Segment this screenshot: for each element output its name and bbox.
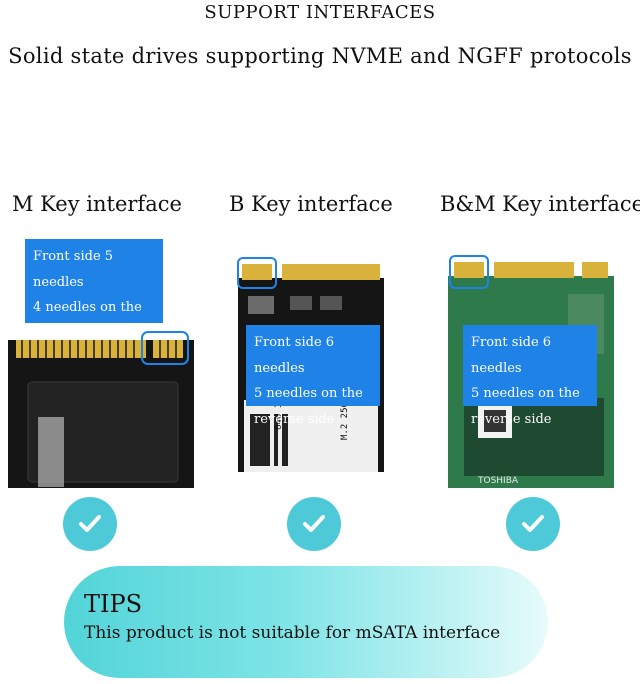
bm-key-note-line-3: reverse side (471, 411, 552, 427)
b-key-note-line-1: Front side 6 needles (254, 335, 335, 376)
b-key-checkmark-icon (287, 497, 341, 551)
page-title: SUPPORT INTERFACES (204, 2, 436, 23)
m-key-note-line-1: Front side 5 needles (33, 249, 114, 290)
bm-key-card-text: TOSHIBA (478, 476, 519, 486)
bm-key-note: Front side 6 needles 5 needles on the re… (463, 325, 597, 427)
m-key-checkmark-icon (63, 497, 117, 551)
m-key-note-line-2: 4 needles on the (33, 300, 142, 315)
tips-banner (64, 566, 548, 678)
tips-title: TIPS (84, 590, 143, 618)
m-key-label: M Key interface (12, 192, 182, 216)
bm-key-note-line-2: 5 needles on the (471, 386, 580, 401)
bm-key-label: B&M Key interface (440, 192, 640, 216)
b-key-note-line-3: reverse side (254, 411, 335, 427)
m-key-note-line-3: reverse side (33, 325, 114, 341)
b-key-note-line-2: 5 needles on the (254, 386, 363, 401)
b-key-note: Front side 6 needles 5 needles on the re… (246, 325, 380, 427)
page-subtitle: Solid state drives supporting NVME and N… (8, 44, 632, 68)
bm-key-note-line-1: Front side 6 needles (471, 335, 552, 376)
checkmark-icon (522, 515, 544, 532)
tips-text: This product is not suitable for mSATA i… (84, 623, 501, 643)
bm-key-checkmark-icon (506, 497, 560, 551)
checkmark-icon (79, 515, 101, 532)
m-key-note: Front side 5 needles 4 needles on the re… (25, 239, 163, 341)
b-key-label: B Key interface (229, 192, 393, 216)
checkmark-icon (303, 515, 325, 532)
